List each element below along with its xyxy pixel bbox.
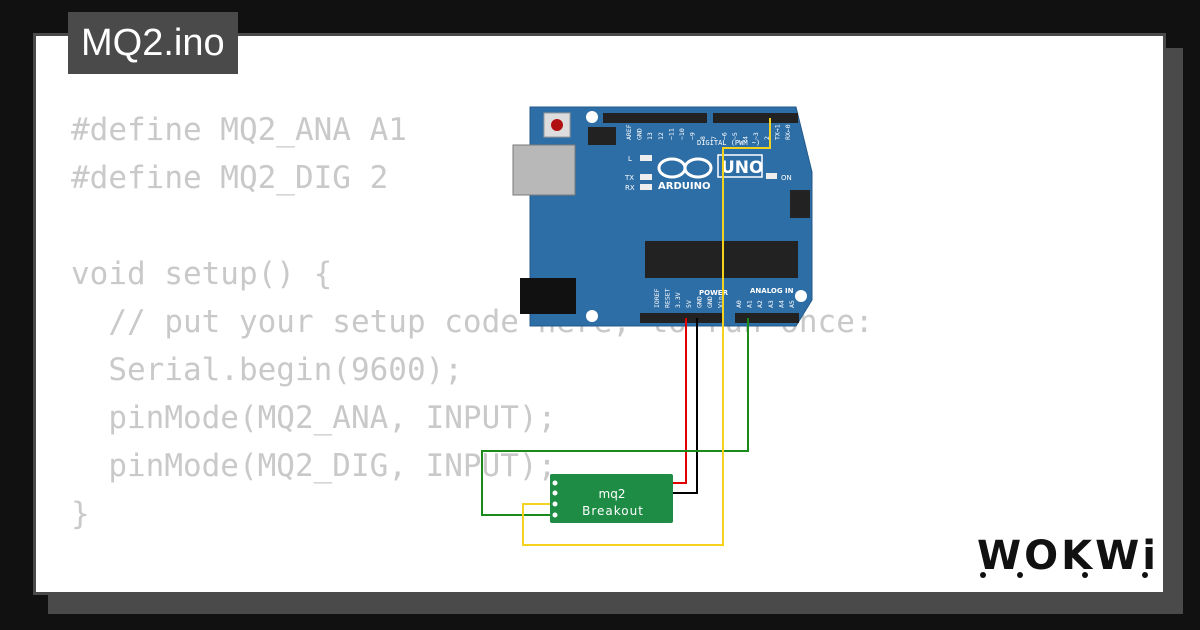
icsp-header-2	[790, 190, 810, 218]
mq2-sensor-breakout[interactable]: mq2 Breakout	[550, 474, 673, 523]
power-pin-label: IOREF	[653, 288, 661, 308]
arduino-uno-board[interactable]: DIGITAL (PWM ~) POWER ANALOG IN ARDUINO …	[512, 106, 813, 327]
led-l-label: L	[628, 155, 632, 163]
mount-hole	[586, 111, 598, 123]
led-tx	[640, 174, 652, 180]
digital-pin-label: 7	[710, 136, 718, 140]
power-pin-label: GND	[695, 296, 703, 308]
digital-pin-label: TX→1	[773, 124, 781, 140]
file-title: MQ2.ino	[68, 12, 238, 74]
mount-hole	[586, 310, 598, 322]
analog-pin-label: A1	[746, 300, 754, 308]
code-preview: #define MQ2_ANA A1 #define MQ2_DIG 2 void…	[71, 106, 874, 592]
analog-pin-label: A5	[788, 300, 796, 308]
power-pin-label: 5V	[685, 300, 693, 308]
analog-label: ANALOG IN	[750, 287, 794, 295]
power-header	[640, 313, 724, 323]
wire-analog	[481, 318, 749, 516]
wire-vcc	[555, 318, 687, 484]
mount-hole	[795, 290, 807, 302]
code-line: #define MQ2_ANA A1	[71, 112, 407, 148]
led-on-label: ON	[781, 174, 792, 182]
arduino-brand: ARDUINO	[658, 181, 710, 192]
digital-pin-label: RX←0	[784, 124, 792, 140]
power-pin-label: Vin	[717, 296, 725, 308]
sensor-pin-aout[interactable]	[552, 512, 558, 518]
digital-header-high	[603, 113, 707, 123]
code-line: pinMode(MQ2_ANA, INPUT);	[71, 400, 557, 436]
uno-box	[717, 154, 763, 178]
wires	[481, 118, 771, 546]
digital-pin-label: ~9	[689, 132, 697, 140]
power-label: POWER	[699, 289, 729, 297]
digital-pin-label: ~3	[752, 132, 760, 140]
digital-pin-label: 4	[742, 136, 750, 140]
digital-pin-label: ~11	[667, 128, 675, 140]
code-line: pinMode(MQ2_DIG, INPUT);	[71, 448, 557, 484]
analog-pin-label: A0	[735, 300, 743, 308]
wokwi-logo: WOKWi	[977, 533, 1155, 579]
digital-pin-label: AREF	[625, 124, 633, 140]
sensor-breakout-label: Breakout	[582, 504, 644, 518]
atmega-chip	[645, 241, 798, 278]
analog-pin-label: A2	[756, 300, 764, 308]
wire-digital	[522, 118, 771, 546]
sensor-name: mq2	[599, 487, 626, 501]
analog-pin-label: A4	[777, 300, 785, 308]
led-rx-label: RX	[625, 184, 635, 192]
digital-pin-label: ~10	[678, 128, 686, 140]
uno-label: UNO	[721, 158, 763, 178]
digital-pin-label: 12	[657, 132, 665, 140]
digital-pin-label: ~5	[731, 132, 739, 140]
reset-button-cap	[551, 119, 563, 131]
analog-pin-label: A3	[767, 300, 775, 308]
led-rx	[640, 184, 652, 190]
usb-port	[512, 144, 576, 196]
digital-pin-label: 2	[763, 136, 771, 140]
digital-header-low	[713, 113, 798, 123]
digital-pin-label: 8	[699, 136, 707, 140]
code-line: }	[71, 496, 90, 532]
power-pin-label: GND	[706, 296, 714, 308]
wokwi-logo-text: WOKWi	[977, 533, 1155, 579]
power-pin-label: 3.3V	[674, 292, 682, 308]
digital-pin-label: 13	[646, 132, 654, 140]
code-line: void setup() {	[71, 256, 333, 292]
led-on	[766, 173, 777, 179]
sensor-pin-vcc[interactable]	[552, 480, 558, 486]
analog-header	[735, 313, 799, 323]
wire-gnd	[555, 318, 698, 494]
sensor-pin-dout[interactable]	[552, 501, 558, 507]
power-pin-label: RESET	[664, 288, 672, 308]
code-line: #define MQ2_DIG 2	[71, 160, 389, 196]
icsp-header	[588, 127, 616, 145]
digital-label: DIGITAL (PWM ~)	[697, 139, 760, 147]
sensor-pin-gnd[interactable]	[552, 490, 558, 496]
code-line: Serial.begin(9600);	[71, 352, 463, 388]
digital-pin-label: ~6	[720, 132, 728, 140]
arduino-infinity-logo	[657, 157, 713, 179]
led-tx-label: TX	[624, 174, 634, 182]
power-jack	[520, 278, 576, 314]
led-l	[640, 155, 652, 161]
digital-pin-label: GND	[636, 128, 644, 140]
